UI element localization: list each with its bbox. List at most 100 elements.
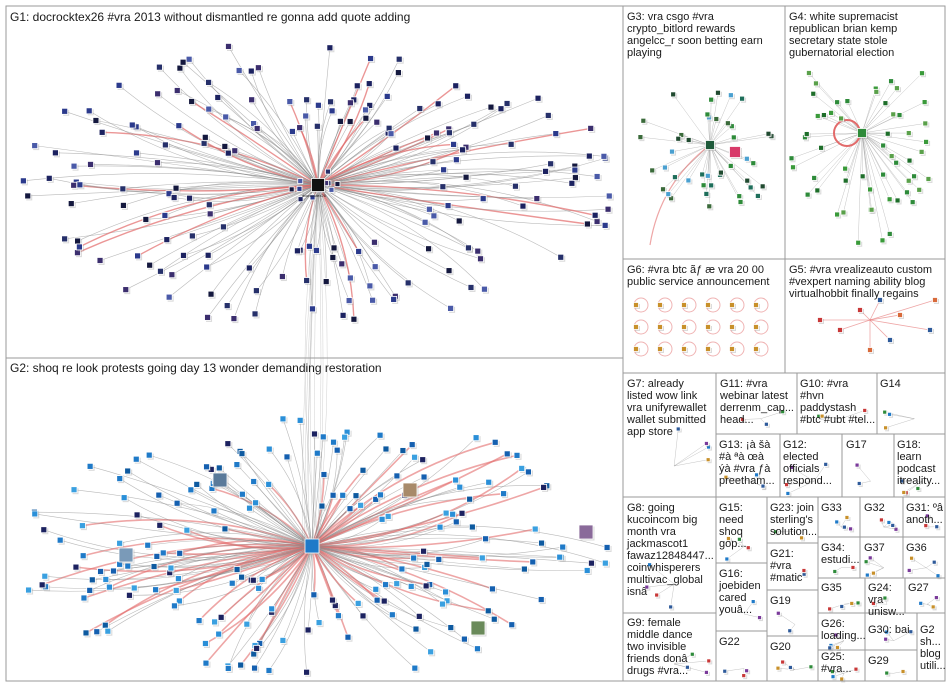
g4-node[interactable] [855, 239, 862, 246]
g4-node[interactable] [905, 177, 912, 184]
small-node[interactable] [862, 408, 868, 413]
g2-node[interactable] [482, 535, 490, 543]
g1-node[interactable] [297, 196, 304, 203]
g2-node[interactable] [466, 495, 474, 503]
g2-node[interactable] [250, 478, 258, 485]
g3-hub-node[interactable] [705, 140, 715, 150]
g2-node[interactable] [468, 523, 476, 531]
g2-node[interactable] [152, 586, 160, 594]
g2-node[interactable] [124, 562, 132, 570]
g2-node[interactable] [442, 588, 449, 596]
g2-node[interactable] [354, 599, 362, 607]
g1-node[interactable] [533, 195, 541, 202]
g1-node[interactable] [429, 158, 437, 166]
small-node[interactable] [848, 526, 853, 532]
g1-node[interactable] [156, 63, 163, 71]
small-node[interactable] [723, 474, 729, 480]
g2-node[interactable] [265, 480, 273, 488]
g2-node[interactable] [175, 575, 182, 583]
g1-node[interactable] [119, 185, 127, 193]
g4-node[interactable] [880, 142, 887, 149]
g4-node[interactable] [844, 98, 851, 104]
g2-node[interactable] [601, 559, 609, 567]
g3-node[interactable] [640, 117, 647, 124]
g1-node[interactable] [157, 267, 164, 275]
small-node[interactable] [704, 441, 709, 446]
small-node[interactable] [931, 559, 937, 565]
g1-node[interactable] [487, 103, 495, 111]
small-node[interactable] [647, 562, 652, 568]
g2-node[interactable] [116, 539, 124, 547]
small-node[interactable] [741, 673, 747, 679]
g2-node[interactable] [116, 475, 124, 483]
g2-node[interactable] [393, 472, 401, 480]
g4-node[interactable] [918, 148, 925, 155]
g2-node[interactable] [258, 576, 266, 583]
g4-node[interactable] [821, 112, 827, 118]
g4-node[interactable] [888, 153, 895, 160]
small-node[interactable] [787, 628, 793, 634]
g2-node[interactable] [420, 473, 428, 481]
small-node[interactable] [685, 664, 690, 670]
small-node[interactable] [724, 556, 730, 562]
g2-node[interactable] [102, 576, 110, 583]
g6-node[interactable] [753, 346, 759, 352]
g1-node[interactable] [170, 194, 178, 201]
g2-node[interactable] [265, 667, 273, 674]
g2-node[interactable] [520, 565, 528, 573]
g2-node[interactable] [422, 582, 430, 590]
g3-node[interactable] [765, 130, 772, 137]
g1-node[interactable] [450, 141, 457, 148]
g2-node[interactable] [411, 453, 418, 461]
g1-node[interactable] [345, 297, 353, 304]
small-node[interactable] [745, 545, 751, 551]
g1-node[interactable] [296, 124, 304, 132]
g1-node[interactable] [512, 182, 519, 190]
small-node[interactable] [886, 520, 892, 525]
g1-node[interactable] [350, 315, 358, 323]
g2-node[interactable] [86, 586, 94, 594]
g2-node[interactable] [456, 483, 464, 491]
g4-node[interactable] [806, 70, 812, 76]
g2-node[interactable] [82, 629, 90, 637]
g1-node[interactable] [96, 257, 104, 264]
g1-node[interactable] [247, 67, 255, 75]
g1-node[interactable] [362, 114, 370, 122]
g3-node[interactable] [660, 186, 666, 193]
g1-node[interactable] [462, 173, 470, 181]
g2-node[interactable] [399, 447, 407, 454]
g2-node[interactable] [472, 434, 480, 442]
g1-node[interactable] [365, 80, 373, 88]
g2-node[interactable] [531, 525, 539, 533]
g4-node[interactable] [828, 109, 834, 116]
g1-node[interactable] [122, 286, 130, 294]
g3-node[interactable] [669, 148, 675, 155]
g1-node[interactable] [371, 238, 378, 246]
g1-node[interactable] [322, 278, 330, 286]
g1-node[interactable] [19, 177, 27, 185]
g3-node[interactable] [739, 95, 745, 102]
g3-node[interactable] [744, 177, 751, 184]
g2-node[interactable] [556, 553, 564, 561]
g1-node[interactable] [439, 183, 447, 191]
g2-node[interactable] [167, 564, 175, 572]
g3-node[interactable] [662, 164, 668, 171]
g6-node[interactable] [705, 346, 711, 352]
g2-node[interactable] [203, 463, 210, 471]
g1-node[interactable] [142, 216, 150, 223]
g2-node[interactable] [126, 591, 133, 599]
g2-node[interactable] [233, 461, 241, 469]
g3-node[interactable] [708, 96, 715, 103]
small-node[interactable] [909, 555, 914, 561]
g2-hub-node[interactable] [304, 538, 320, 554]
g1-node[interactable] [591, 211, 599, 219]
g3-heart-node[interactable] [729, 146, 741, 158]
g3-node[interactable] [706, 203, 713, 210]
g1-node[interactable] [470, 120, 478, 128]
g1-node[interactable] [604, 205, 612, 213]
g2-photo-node[interactable] [118, 547, 134, 563]
g2-node[interactable] [106, 583, 113, 591]
g2-node[interactable] [341, 433, 349, 441]
g4-node[interactable] [814, 113, 821, 119]
small-node[interactable] [883, 425, 888, 431]
